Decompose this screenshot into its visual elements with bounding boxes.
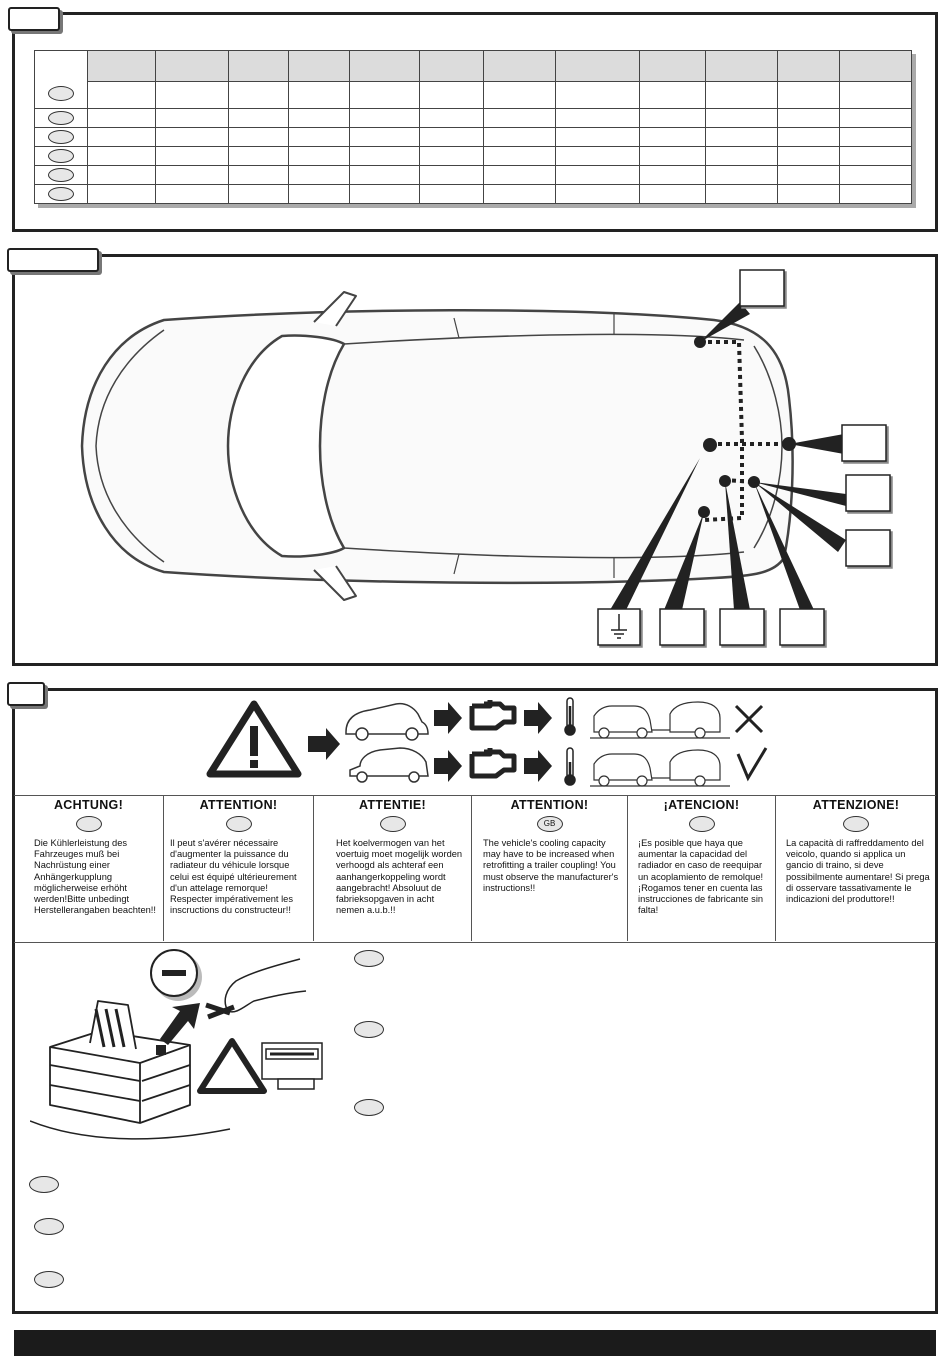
warning-text: The vehicle's cooling capacity may have … [483,838,619,893]
warning-text: Il peut s'avérer nécessaire d'augmenter … [170,838,297,916]
step-marker-oval [354,1021,384,1038]
arrow-right-icon [308,728,340,760]
table-row [34,127,912,147]
row-marker-oval [47,129,74,144]
warning-triangle-icon [197,1038,267,1094]
warning-text: Die Kühlerleistung des Fahrzeuges muß be… [34,838,156,916]
warning-text: Het koelvermogen van het voertuig moet m… [336,838,463,916]
warning-title: ATTENTIE! [358,798,427,812]
warning-column-de: ACHTUNG! Die Kühlerleistung des Fahrzeug… [14,795,164,941]
warning-title: ATTENTION! [199,798,278,812]
step-marker-oval [354,1099,384,1116]
row-marker-oval [47,86,74,101]
table-row [34,184,912,204]
spec-panel-tag [8,7,60,31]
warning-text: ¡Es posible que haya que aumentar la cap… [638,838,764,916]
warning-column-nl: ATTENTIE! Het koelvermogen van het voert… [314,795,472,941]
arrow-right-icon [524,750,552,782]
arrow-right-icon [434,702,462,734]
arrow-right-icon [524,702,552,734]
language-code-badge [379,816,406,832]
cooling-warning-panel [12,688,938,1314]
warning-column-fr: ATTENTION! Il peut s'avérer nécessaire d… [164,795,314,941]
car-radio-icon [261,1042,323,1090]
spec-table [34,50,912,204]
battery-disconnect-illustration [30,949,323,1140]
callout-boxes [597,269,891,646]
table-row [34,146,912,166]
row-marker-oval [47,167,74,182]
car-front-icon [345,702,429,783]
table-row [34,108,912,128]
language-code-badge [843,816,869,832]
warning-column-es: ¡ATENCION! ¡Es posible que haya que aume… [628,795,776,941]
callout-pointers [610,302,846,610]
language-code-badge [225,816,252,832]
language-code-badge [688,816,715,832]
warning-title: ACHTUNG! [53,798,124,812]
step-marker-oval [354,950,384,967]
arrow-up-icon [160,1003,200,1045]
language-code-badge: GB [536,816,563,832]
warning-triangle-icon [206,700,302,778]
warning-column-gb: ATTENTION! GB The vehicle's cooling capa… [472,795,628,941]
step-marker-oval [34,1271,64,1288]
table-row [35,81,912,109]
cooling-warning-tag [7,682,45,706]
warning-title: ATTENZIONE! [812,798,900,812]
cross-mark-icon [734,704,764,734]
thermometer-icon [564,697,576,786]
table-header-row [34,50,912,109]
arrow-right-icon [434,750,462,782]
ground-symbol-icon [611,614,627,639]
car-with-caravan-icon [590,701,730,787]
warning-title: ATTENTION! [510,798,589,812]
car-top-view-illustration [80,291,794,601]
cooling-warning-graphic [206,697,768,787]
language-code-badge [75,816,102,832]
table-row [34,165,912,185]
row-marker-oval [47,110,74,125]
step-marker-oval [29,1176,59,1193]
warning-title: ¡ATENCION! [663,798,740,812]
car-wiring-diagram [80,269,891,646]
row-marker-oval [47,186,74,201]
engine-icon [469,700,517,779]
footer-bar [14,1330,936,1356]
step-marker-oval [34,1218,64,1235]
table-row-key-cell [34,50,88,109]
car-diagram-tag [7,248,99,272]
language-warning-strip [14,795,936,943]
minus-terminal-icon [150,949,202,1001]
row-marker-oval [47,148,74,163]
check-mark-icon [736,747,768,782]
warning-text: La capacità di raffreddamento del veicol… [786,838,930,905]
warning-column-it: ATTENZIONE! La capacità di raffreddament… [776,795,936,941]
